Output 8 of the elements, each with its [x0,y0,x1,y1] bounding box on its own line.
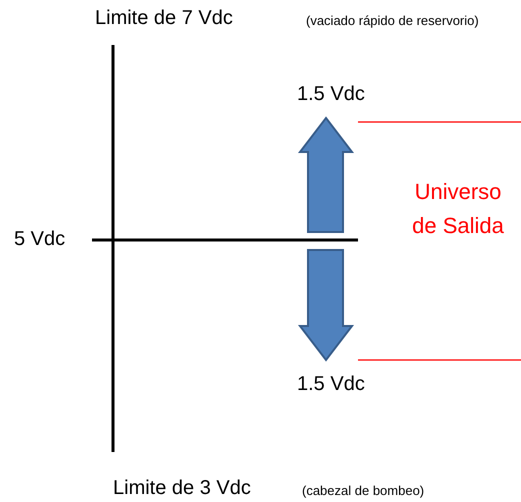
limit-note: (vaciado rápido de reservorio) [306,13,479,29]
voltage-label: 1.5 Vdc [297,372,365,396]
limit-label: Limite de 7 Vdc [95,6,233,30]
limit-label: Limite de 3 Vdc [113,476,251,500]
voltage-label: 1.5 Vdc [297,82,365,106]
voltage-label: 5 Vdc [14,227,66,251]
limit-note: (cabezal de bombeo) [302,483,424,499]
range-label: Universo de Salida [411,178,505,240]
